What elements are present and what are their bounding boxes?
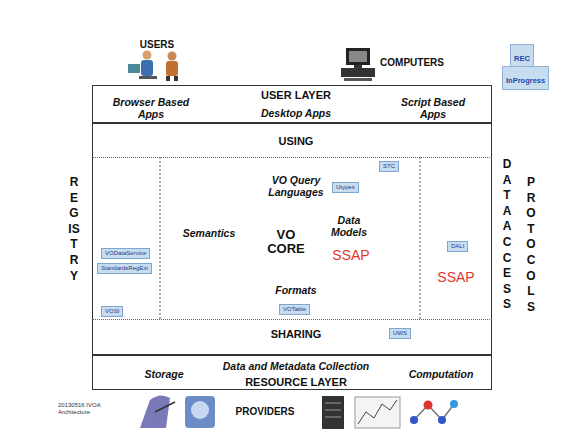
standard-box: STC	[379, 161, 399, 172]
chart-icon	[358, 400, 397, 424]
molecule-icon	[450, 400, 458, 408]
layer-label: SHARING	[271, 328, 322, 340]
standard-name: VOTable	[283, 306, 306, 313]
computer-icon	[341, 48, 375, 81]
server-icon	[325, 417, 341, 418]
layer-label: VO CORE	[265, 228, 307, 257]
standard-name: STC	[383, 163, 395, 170]
group-label: USERS	[140, 39, 174, 50]
standard-box: VOTable	[279, 304, 310, 315]
standard-box: StandardsRegExt	[97, 263, 152, 274]
molecule-icon	[414, 404, 454, 420]
layer-label: Desktop Apps	[261, 108, 331, 120]
side-label: PROTOCOLS	[525, 175, 537, 315]
standard-name: UWS	[393, 330, 407, 337]
side-label: REGISTRY	[68, 175, 80, 284]
server-icon	[325, 403, 341, 404]
layer-label: Script Based Apps	[393, 97, 473, 120]
layer-label: Formats	[275, 285, 316, 297]
users-icon	[141, 60, 153, 76]
computer-icon	[344, 78, 372, 81]
providers-icons	[140, 395, 458, 429]
column-divider	[419, 157, 420, 320]
side-label: DATA ACCESS	[501, 157, 513, 313]
legend-swatch: REC	[510, 44, 534, 68]
layer-label: USING	[279, 135, 314, 147]
standard-box: DALI	[447, 241, 468, 252]
dish-icon	[155, 402, 175, 412]
users-icon	[166, 61, 178, 76]
telescope-icon	[185, 396, 215, 428]
layer-label: Browser Based Apps	[109, 97, 194, 120]
users-icon	[128, 51, 178, 82]
standard-name: VODataService	[105, 250, 146, 257]
standard-name: DALI	[451, 243, 464, 250]
computer-icon	[341, 68, 375, 77]
molecule-icon	[438, 416, 446, 424]
layer-label: RESOURCE LAYER	[245, 376, 347, 388]
layer-label: SSAP	[332, 248, 369, 263]
legend-text: REC	[514, 54, 530, 63]
users-icon	[166, 76, 170, 81]
legend-swatch: InProgress	[502, 66, 549, 90]
computer-icon	[354, 65, 362, 68]
column-divider	[159, 157, 160, 320]
standard-box: Utypes	[332, 182, 359, 193]
standard-box: VODataService	[101, 248, 150, 259]
date-note: 20130516 IVOA Architecture	[58, 402, 110, 416]
users-icon	[168, 52, 177, 61]
using-band: USING	[92, 123, 492, 157]
server-icon	[325, 410, 341, 411]
layer-label: USER LAYER	[261, 89, 331, 101]
computer-icon	[349, 51, 367, 62]
telescope-icon	[191, 401, 209, 419]
standard-name: StandardsRegExt	[101, 265, 148, 272]
chart-icon	[355, 397, 400, 428]
molecule-icon	[410, 416, 418, 424]
standard-name: VOSI	[105, 308, 119, 315]
layer-label: Computation	[409, 369, 474, 381]
sharing-band: UWS SHARING	[92, 320, 492, 355]
computer-icon	[346, 48, 370, 65]
layer-label: Semantics	[183, 228, 236, 240]
vo-core-region: STC UtypesVODataServiceStandardsRegExt DAL…	[92, 157, 492, 320]
group-label: PROVIDERS	[236, 406, 295, 417]
column-divider	[160, 157, 420, 320]
users-icon	[143, 51, 152, 60]
molecule-icon	[424, 401, 433, 410]
standard-box: VOSI	[101, 306, 123, 317]
group-label: COMPUTERS	[380, 57, 444, 68]
layer-label: VO Query Languages	[259, 175, 334, 198]
layer-label: Storage	[144, 369, 183, 381]
legend-text: InProgress	[506, 76, 545, 85]
users-icon	[128, 64, 140, 73]
layer-label: Data and Metadata Collection	[223, 361, 369, 373]
layer-label: Data Models	[327, 215, 372, 238]
user-layer-band: USER LAYER Browser Based Apps Desktop Apps…	[92, 85, 492, 123]
standard-box: UWS	[389, 328, 411, 339]
users-icon	[174, 76, 178, 81]
users-icon	[139, 76, 157, 79]
standard-name: Utypes	[336, 184, 355, 191]
layer-label: SSAP	[437, 270, 474, 285]
resource-layer-band: Storage Data and Metadata CollectionRESOU…	[92, 355, 492, 390]
server-icon	[322, 396, 344, 429]
